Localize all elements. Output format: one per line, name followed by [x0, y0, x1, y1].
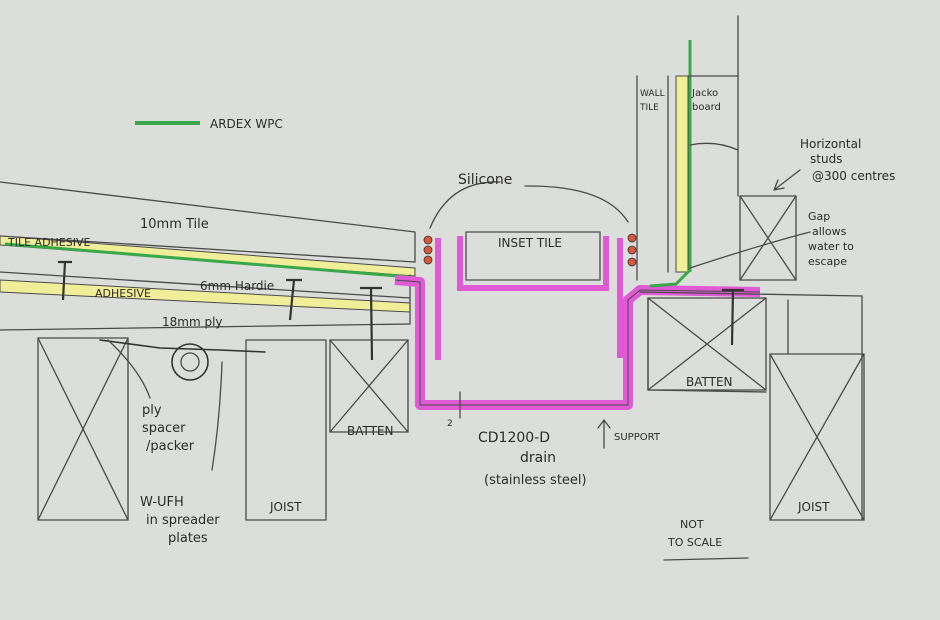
drain-label-3: (stainless steel) — [484, 473, 587, 488]
tile-adhesive-band — [0, 235, 416, 277]
joist-right-label: JOIST — [797, 500, 830, 514]
screws — [58, 260, 382, 361]
ply-spacer-label-3: /packer — [146, 439, 195, 454]
batten-right — [647, 297, 767, 391]
silicone-leader-right — [524, 185, 629, 223]
screw-right — [722, 288, 744, 346]
studs-label-1: Horizontal — [800, 137, 861, 151]
not-to-scale-2: TO SCALE — [667, 536, 722, 549]
joist-mid — [245, 339, 327, 521]
drain-body: INSET TILE 2 — [394, 181, 761, 449]
adhesive-label: ADHESIVE — [95, 287, 151, 300]
not-to-scale-1: NOT — [680, 518, 704, 531]
floor-build-up — [0, 181, 416, 361]
legend-label: ARDEX WPC — [210, 117, 283, 131]
ply-label: 18mm ply — [162, 315, 223, 329]
ply-layer — [0, 323, 411, 331]
wufh-arrow — [211, 361, 223, 471]
wall-tile-label-2: TILE — [639, 103, 659, 113]
gap-label-3: water to — [808, 240, 854, 253]
gap-arrow — [689, 231, 811, 269]
legend: ARDEX WPC — [135, 117, 283, 131]
right-floor-top — [639, 291, 863, 297]
jacko-board — [675, 75, 689, 273]
jacko-label-1: Jacko — [691, 88, 718, 99]
inset-tile-label: INSET TILE — [498, 236, 562, 250]
hardie-label: 6mm Hardie — [200, 279, 274, 293]
support-arrow — [597, 419, 611, 449]
wall-tile-label-1: WALL — [640, 89, 665, 99]
ply-spacer-arrow — [107, 339, 151, 399]
silicone-label: Silicone — [458, 172, 512, 188]
spreader-plate — [99, 339, 266, 353]
break-mark — [689, 142, 739, 151]
drain-label-2: drain — [520, 450, 556, 466]
left-framing: JOIST BATTEN — [37, 337, 409, 521]
jacko-label-2: board — [692, 102, 721, 113]
dimension-label: 2 — [447, 419, 453, 429]
tile-layer — [0, 181, 416, 263]
annotations: 10mm Tile TILE ADHESIVE ADHESIVE 6mm Har… — [7, 88, 895, 561]
ply-spacer-label-2: spacer — [142, 421, 186, 436]
right-wall: BATTEN JOIST — [636, 15, 865, 521]
batten-right-label: BATTEN — [686, 375, 733, 389]
studs-label-2: studs — [810, 152, 842, 166]
gap-label-4: escape — [808, 255, 847, 268]
gap-label-2: allows — [812, 225, 847, 238]
inset-tile — [465, 231, 601, 281]
membrane-floor — [4, 242, 411, 279]
not-to-scale-underline — [663, 557, 749, 561]
batten-mid-label: BATTEN — [347, 424, 394, 438]
membrane-corner — [649, 268, 692, 288]
inset-tile-tray — [457, 236, 609, 291]
silicone-beads — [423, 233, 637, 267]
studs-label-3: @300 centres — [812, 169, 895, 183]
batten-mid — [329, 339, 409, 433]
horizontal-stud-box — [739, 195, 797, 281]
silicone-leader-left — [429, 181, 501, 229]
tile-label: 10mm Tile — [140, 217, 209, 232]
ply-spacer-label-1: ply — [142, 403, 162, 418]
hardie-layer — [0, 271, 411, 299]
studs-arrow — [773, 169, 801, 191]
heating-pipe — [171, 343, 209, 381]
wufh-label-1: W-UFH — [140, 495, 184, 510]
tile-adhesive-label: TILE ADHESIVE — [7, 236, 91, 249]
wufh-label-2: in spreader — [146, 513, 220, 528]
wufh-label-3: plates — [168, 531, 208, 546]
drain-label-1: CD1200-D — [478, 430, 550, 446]
gap-label-1: Gap — [808, 210, 830, 223]
support-label: SUPPORT — [614, 432, 661, 443]
joist-left — [37, 337, 129, 521]
joist-right — [769, 353, 865, 521]
joist-mid-label: JOIST — [269, 500, 302, 514]
